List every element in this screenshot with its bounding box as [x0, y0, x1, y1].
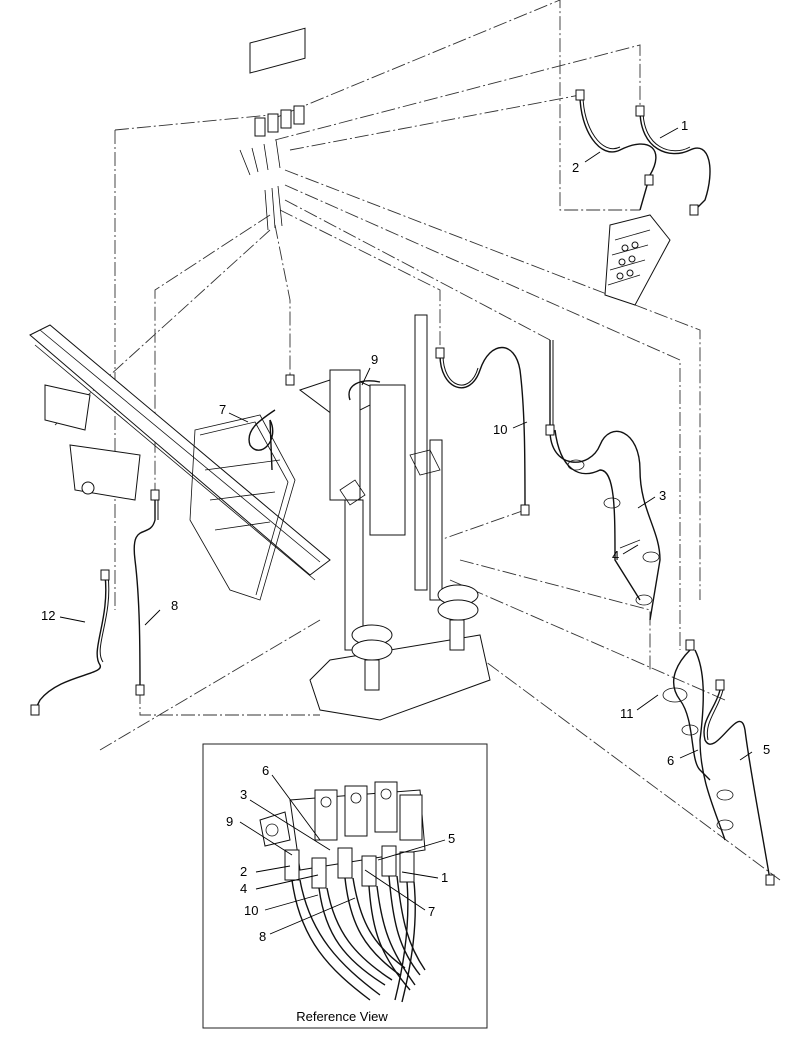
reference-view-title: Reference View: [296, 1009, 388, 1024]
ref-callout-6: 6: [262, 763, 269, 778]
reference-fittings: [284, 845, 415, 889]
ref-callout-5: 5: [448, 831, 455, 846]
ref-callout-7: 7: [428, 904, 435, 919]
hose-5: [703, 679, 775, 886]
hose-3: [545, 340, 661, 621]
callout-10: 10: [493, 422, 507, 437]
callout-1: 1: [681, 118, 688, 133]
leader-lines-reference: [239, 774, 446, 935]
leader-lines-main: [59, 127, 753, 761]
ref-callout-9: 9: [226, 814, 233, 829]
reference-hose-bundle: [291, 875, 426, 1003]
callout-5: 5: [763, 742, 770, 757]
hose-10: [435, 346, 530, 516]
hose-8: [133, 489, 160, 696]
hose-1: [639, 109, 711, 211]
hose-2: [579, 94, 657, 211]
fitting-marks: [575, 89, 699, 216]
callout-6: 6: [667, 753, 674, 768]
callout-2: 2: [572, 160, 579, 175]
routing-phantom-lines: [54, 0, 781, 881]
reference-view: 6 3 9 5 2 4 1 10 7 8 Reference View: [202, 743, 488, 1029]
hose-9: [348, 380, 381, 401]
reference-view-frame: [202, 743, 488, 1029]
machine-body: [298, 314, 491, 721]
ref-callout-1: 1: [441, 870, 448, 885]
callout-4: 4: [612, 548, 619, 563]
control-valve-bank: [239, 27, 306, 231]
hose-6: [673, 639, 726, 841]
valve-block: [604, 214, 671, 306]
ref-callout-4: 4: [240, 881, 247, 896]
ref-callout-10: 10: [244, 903, 258, 918]
hose-12: [30, 569, 110, 716]
ref-callout-2: 2: [240, 864, 247, 879]
callout-7: 7: [219, 402, 226, 417]
callout-3: 3: [659, 488, 666, 503]
callout-8: 8: [171, 598, 178, 613]
callout-12: 12: [41, 608, 55, 623]
clamp-11: [662, 687, 734, 831]
callouts-main: 1 2 3 4 5 6 7 8 9 10 11 12: [41, 118, 770, 768]
hose-7: [248, 374, 295, 471]
clamp-4: [567, 459, 660, 606]
callout-11: 11: [620, 706, 634, 721]
chain-rail: [29, 324, 331, 581]
callout-9: 9: [371, 352, 378, 367]
ref-callout-3: 3: [240, 787, 247, 802]
ref-callout-8: 8: [259, 929, 266, 944]
